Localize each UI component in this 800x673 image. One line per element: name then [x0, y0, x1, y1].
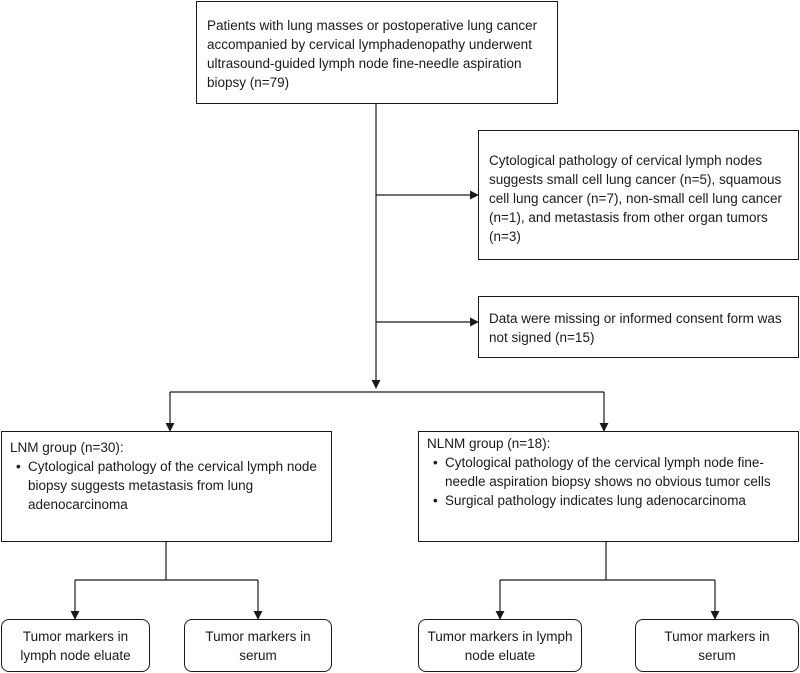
exclusion-cytology-box: Cytological pathology of cervical lymph …	[478, 130, 799, 260]
lnm-eluate-outcome-text: Tumor markers in lymph node eluate	[20, 628, 131, 663]
lnm-group-title: LNM group (n=30):	[10, 440, 124, 455]
enrollment-box: Patients with lung masses or postoperati…	[196, 1, 558, 104]
exclusion-cytology-text: Cytological pathology of cervical lymph …	[489, 153, 783, 244]
lnm-serum-outcome-text: Tumor markers in serum	[205, 628, 311, 663]
nlnm-group-box: NLNM group (n=18): Cytological pathology…	[418, 431, 799, 542]
lnm-group-criteria: Cytological pathology of the cervical ly…	[10, 457, 323, 514]
nlnm-serum-outcome-box: Tumor markers in serum	[635, 619, 799, 672]
nlnm-group-criteria: Cytological pathology of the cervical ly…	[427, 453, 790, 510]
lnm-serum-outcome-box: Tumor markers in serum	[184, 619, 332, 672]
exclusion-missing-text: Data were missing or informed consent fo…	[489, 311, 782, 345]
exclusion-missing-box: Data were missing or informed consent fo…	[478, 296, 799, 358]
nlnm-eluate-outcome-text: Tumor markers in lymph node eluate	[427, 628, 573, 663]
enrollment-text: Patients with lung masses or postoperati…	[207, 18, 538, 90]
nlnm-criterion: Cytological pathology of the cervical ly…	[427, 453, 790, 491]
nlnm-serum-outcome-text: Tumor markers in serum	[664, 628, 770, 663]
nlnm-eluate-outcome-box: Tumor markers in lymph node eluate	[418, 619, 582, 672]
lnm-eluate-outcome-box: Tumor markers in lymph node eluate	[1, 619, 150, 672]
lnm-criterion: Cytological pathology of the cervical ly…	[10, 457, 323, 514]
nlnm-criterion: Surgical pathology indicates lung adenoc…	[427, 491, 790, 510]
lnm-group-box: LNM group (n=30): Cytological pathology …	[1, 431, 332, 542]
nlnm-group-title: NLNM group (n=18):	[427, 436, 551, 451]
